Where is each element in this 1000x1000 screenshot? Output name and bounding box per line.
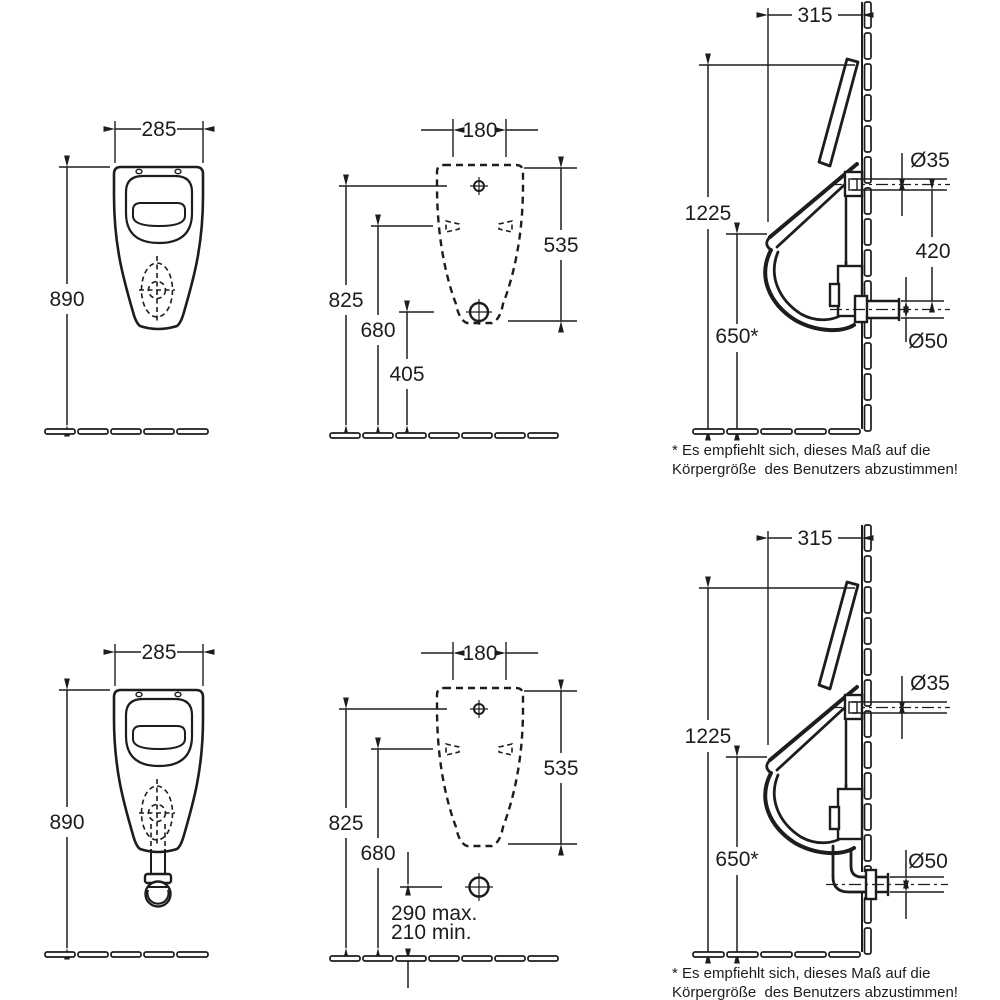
dim-rim-height-label: 650* [715, 848, 758, 871]
urinal-front-outline [112, 165, 205, 331]
dim-outlet-diameter-label: Ø50 [908, 850, 948, 873]
footnote-line2: Körpergröße des Benutzers abzustimmen! [672, 984, 958, 1000]
dim-drain-max-label: 290 max. [391, 902, 477, 925]
drain-hole [466, 299, 492, 325]
dim-top-hole-height-label: 825 [328, 812, 363, 835]
dim-height-label: 890 [49, 811, 84, 834]
dim-side-height-label: 535 [543, 234, 578, 257]
dim-rim-height-label: 650* [715, 325, 758, 348]
dim-connection-spacing-label: 420 [915, 240, 950, 263]
floor-hatching [329, 955, 559, 962]
footnote-line1: * Es empfiehlt sich, dieses Maß auf die [672, 442, 930, 459]
side-view-top: 315 1225 650* Ø35 420 Ø50 [685, 2, 951, 435]
footnote-bottom: * Es empfiehlt sich, dieses Maß auf die … [672, 965, 958, 1000]
mounting-outline [435, 163, 525, 325]
urinal-side-profile [765, 2, 950, 431]
dim-total-height-label: 1225 [685, 202, 732, 225]
floor-hatching [44, 428, 209, 435]
mounting-view-bottom: 180 535 825 680 290 max. 210 min. [328, 642, 579, 988]
dim-hole-spacing-label: 180 [462, 642, 497, 665]
mounting-outline [435, 686, 525, 848]
front-view-top: 285 890 [44, 118, 209, 435]
floor-hatching [329, 432, 559, 439]
dim-height-label: 890 [49, 288, 84, 311]
dim-drain-min-label: 210 min. [391, 921, 472, 944]
dim-hole-spacing-label: 180 [462, 119, 497, 142]
dim-fixing-height-label: 680 [360, 842, 395, 865]
side-dimension-lines [699, 531, 947, 952]
urinal-side-profile [765, 525, 950, 954]
drain-hole [465, 873, 493, 901]
front-view-bottom: 285 890 [44, 641, 209, 958]
side-view-bottom: 315 1225 650* Ø35 Ø50 [685, 525, 950, 958]
footnote-line1: * Es empfiehlt sich, dieses Maß auf die [672, 965, 930, 982]
outlet-pipe [830, 294, 950, 324]
footnote-top: * Es empfiehlt sich, dieses Maß auf die … [672, 442, 958, 478]
dim-side-height-label: 535 [543, 757, 578, 780]
dim-width-label: 285 [141, 118, 176, 141]
dim-depth-label: 315 [797, 4, 832, 27]
floor-hatching [44, 951, 209, 958]
siphon [143, 849, 173, 908]
dim-total-height-label: 1225 [685, 725, 732, 748]
dim-fixing-height-label: 680 [360, 319, 395, 342]
dim-inlet-diameter-label: Ø35 [910, 149, 950, 172]
floor-hatching [692, 428, 861, 435]
dim-depth-label: 315 [797, 527, 832, 550]
footnote-line2: Körpergröße des Benutzers abzustimmen! [672, 461, 958, 478]
dim-width-label: 285 [141, 641, 176, 664]
floor-hatching [692, 951, 861, 958]
dim-inlet-diameter-label: Ø35 [910, 672, 950, 695]
dim-top-hole-height-label: 825 [328, 289, 363, 312]
side-dimension-lines [699, 8, 947, 429]
elbow-trap-pipe [826, 844, 948, 901]
mounting-view-top: 180 535 825 680 405 [328, 119, 579, 439]
dim-outlet-diameter-label: Ø50 [908, 330, 948, 353]
dim-drain-height-label: 405 [389, 363, 424, 386]
urinal-front-outline [112, 688, 205, 854]
